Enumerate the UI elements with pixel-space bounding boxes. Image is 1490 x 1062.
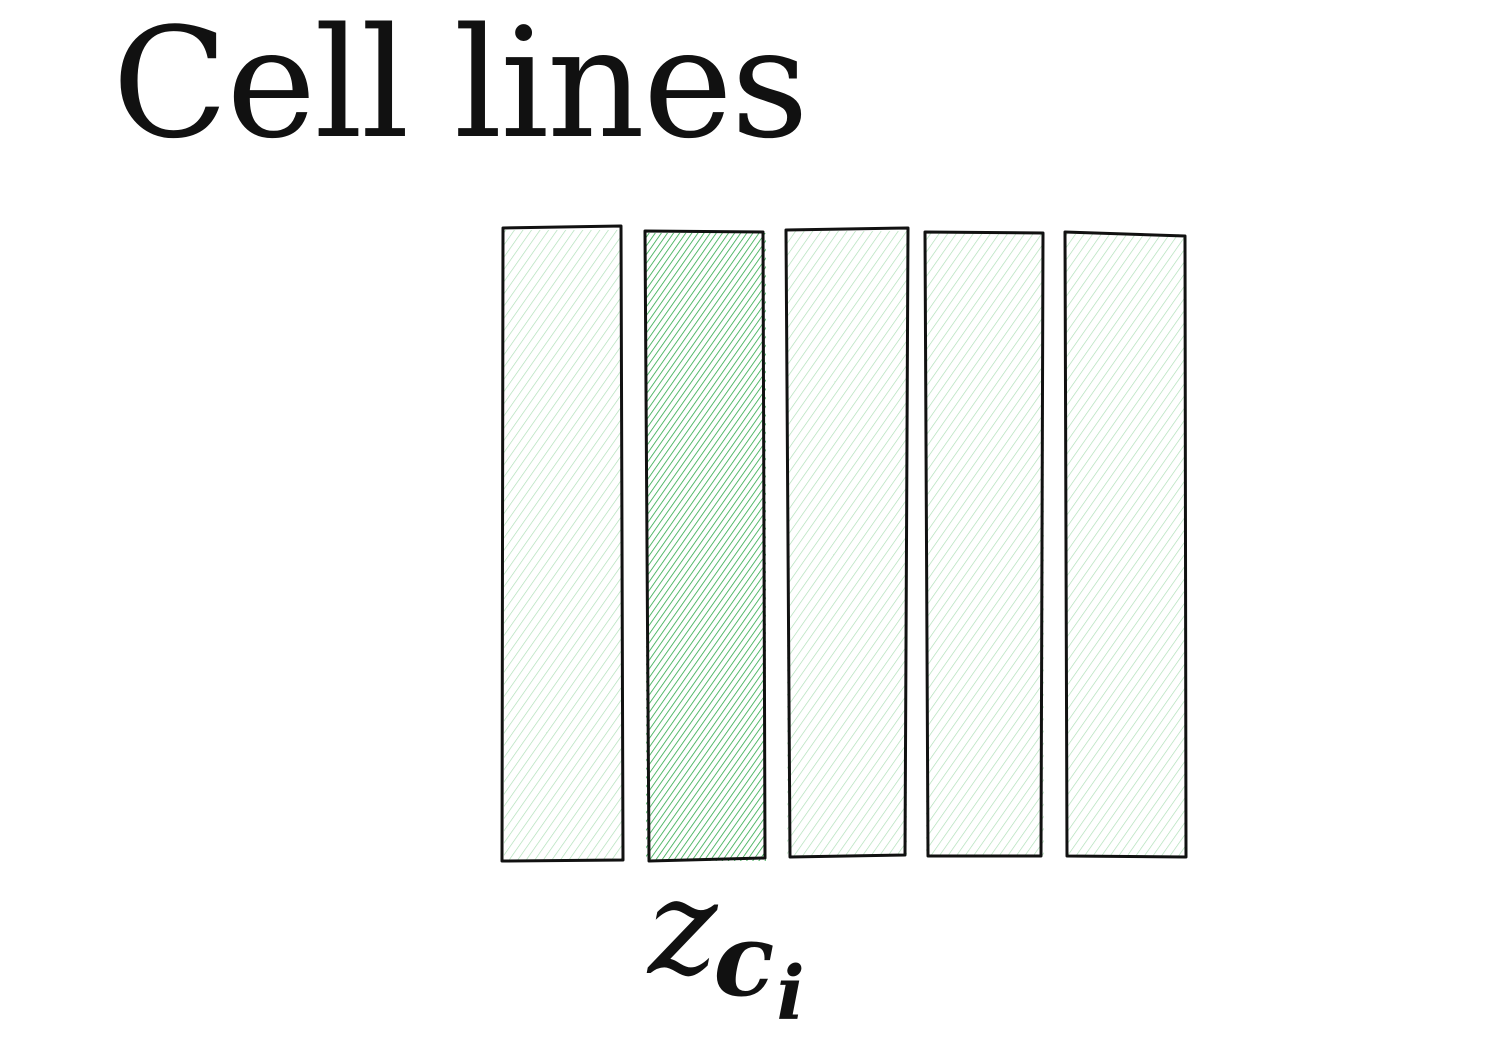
cell-line-3: [784, 226, 910, 859]
cell-line-1: [500, 224, 625, 863]
cell-line-5: [1063, 230, 1188, 859]
label-base: z: [648, 851, 718, 1005]
label-subscript: c: [713, 901, 775, 1019]
cell-line-4: [923, 230, 1045, 858]
z-c-i-label: zci: [648, 862, 805, 1031]
label-sub-subscript: i: [776, 951, 805, 1037]
cell-line-2-highlighted: [643, 229, 767, 863]
diagram-title: Cell lines: [112, 0, 809, 172]
